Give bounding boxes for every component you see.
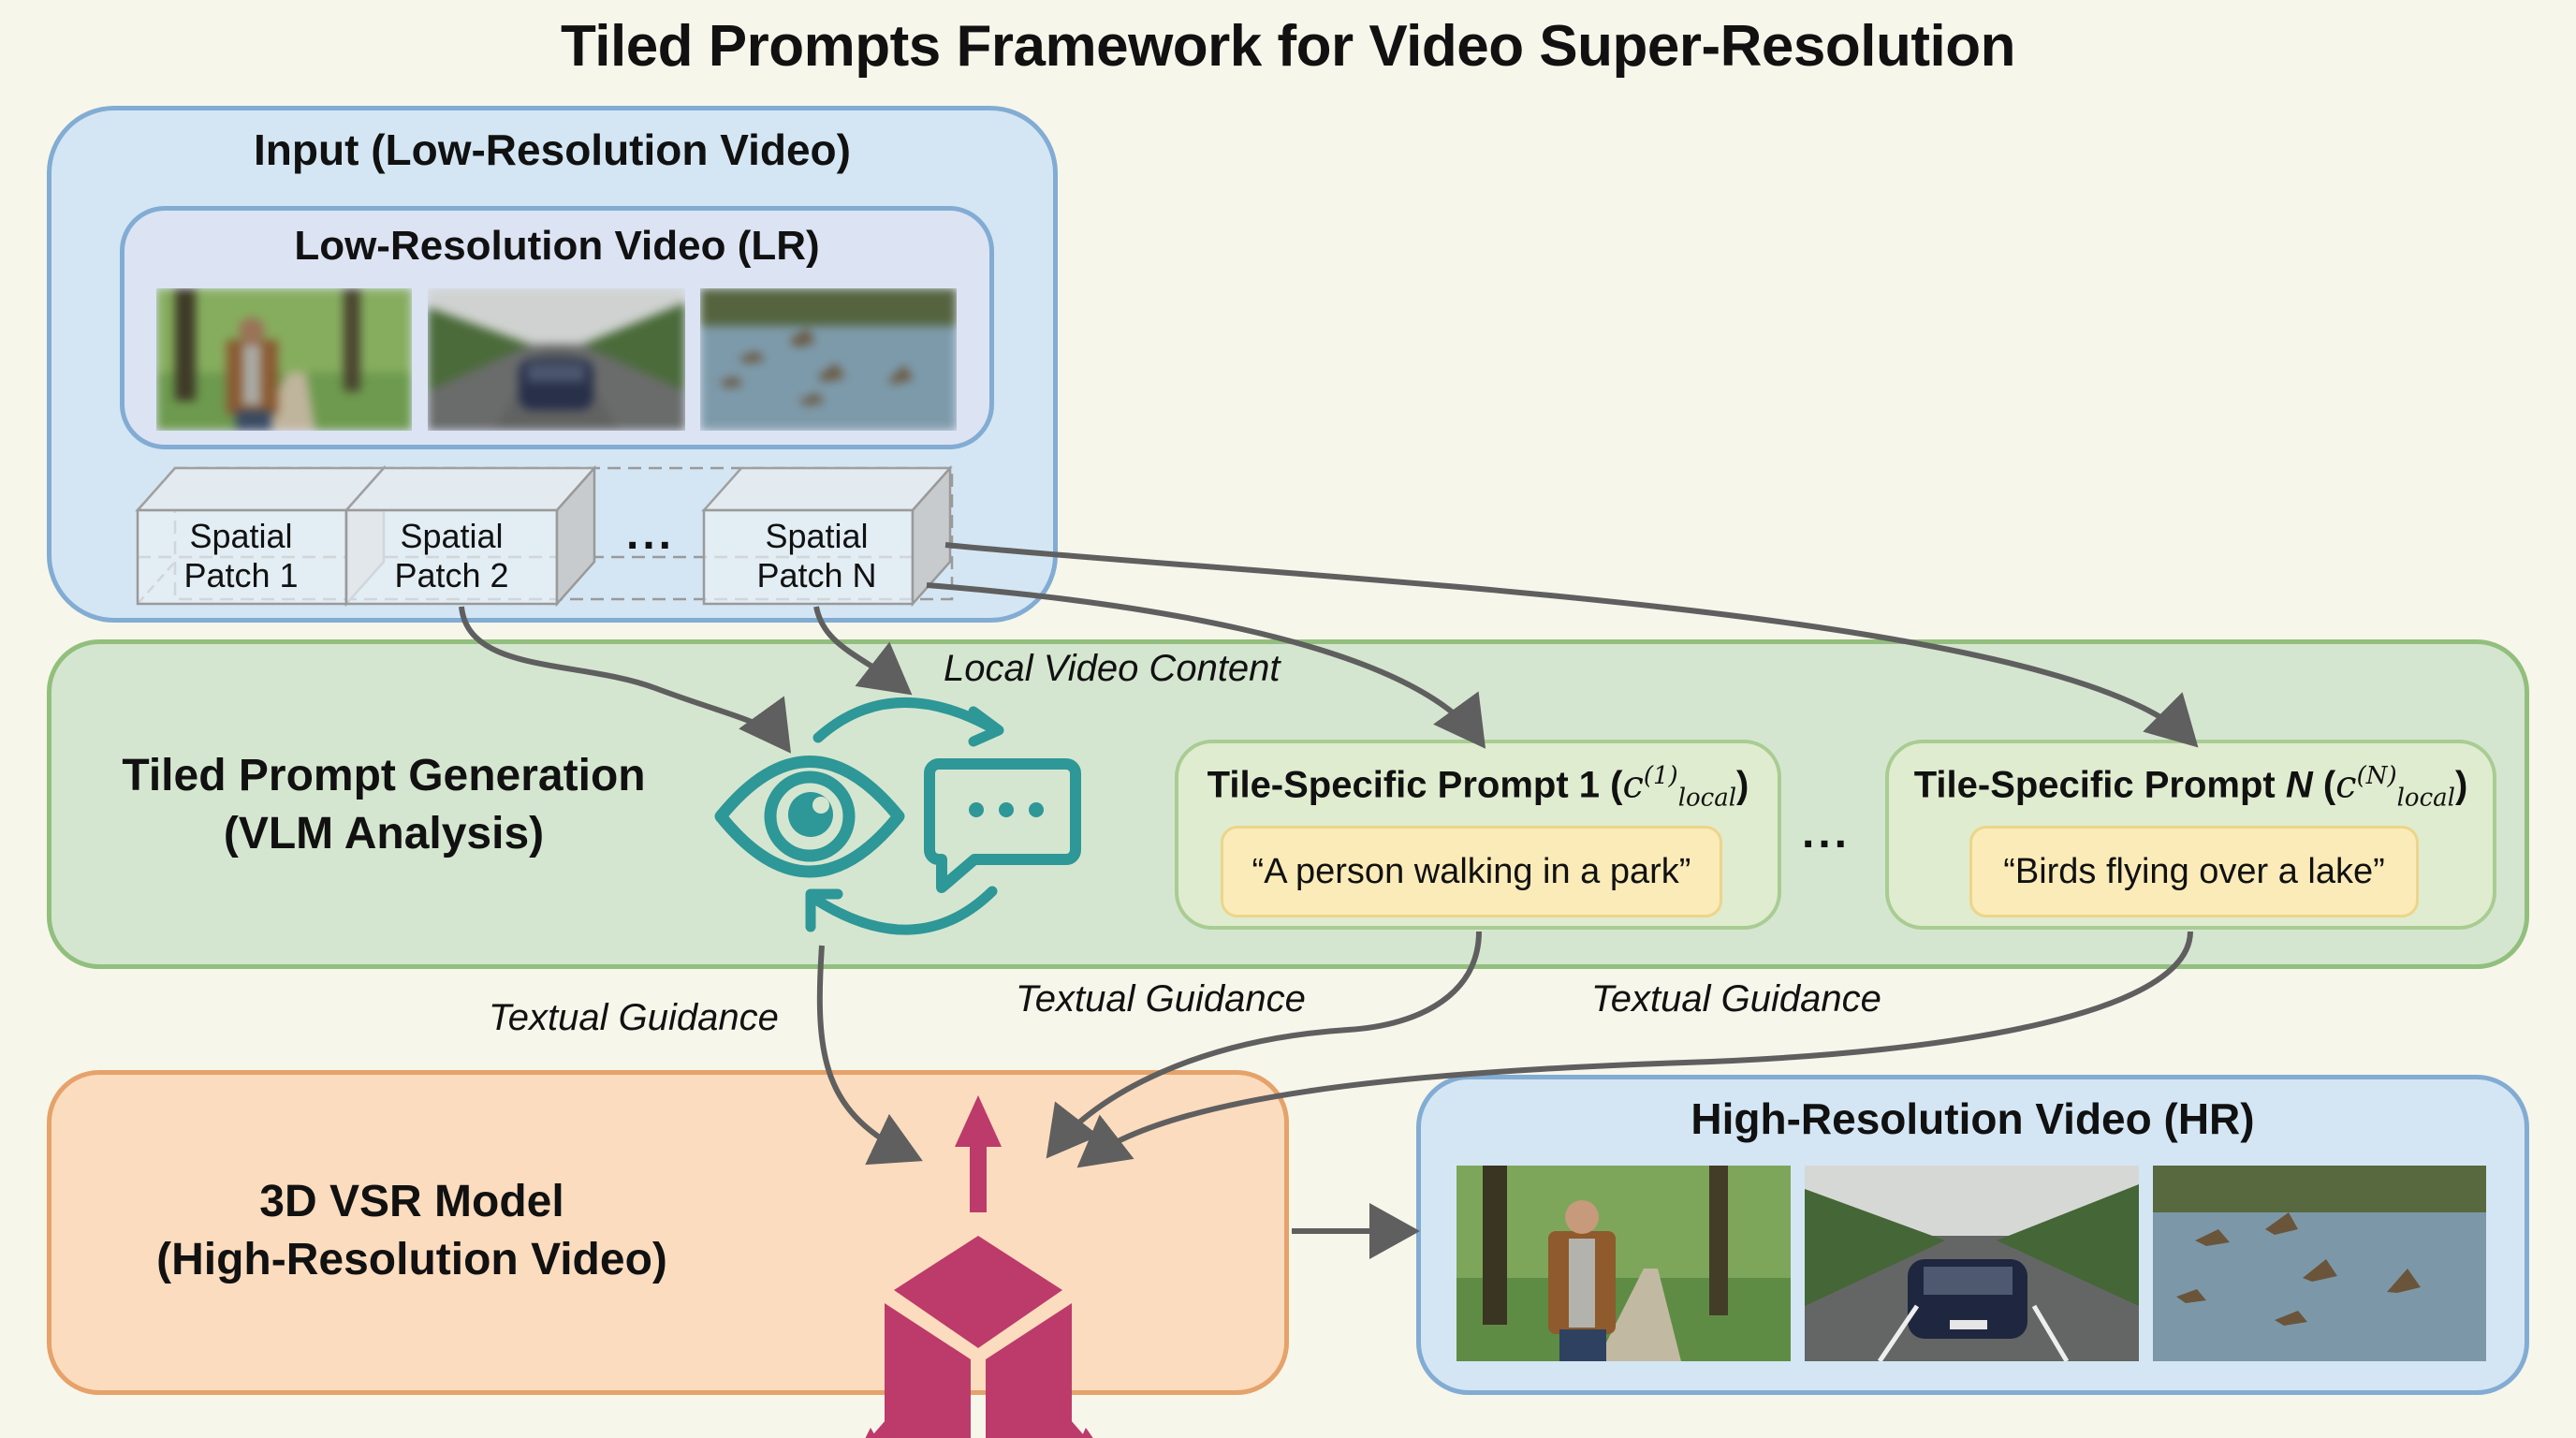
prompt-generation-title-line2: (VLM Analysis) xyxy=(223,809,545,858)
vsr-model-title-line2: (High-Resolution Video) xyxy=(156,1235,667,1284)
tile-prompt-1-sup: (1) xyxy=(1643,762,1678,790)
tile-prompt-1-symbol: c xyxy=(1622,763,1644,807)
birds-lake-image-sharp xyxy=(2153,1166,2486,1361)
car-highway-image xyxy=(428,288,685,431)
vsr-model-title-line1: 3D VSR Model xyxy=(259,1177,564,1226)
tile-prompt-n-panel: Tile-Specific Prompt N (c(N)local) “Bird… xyxy=(1885,740,2496,930)
diagram-title: Tiled Prompts Framework for Video Super-… xyxy=(561,14,2015,79)
car-highway-image-sharp xyxy=(1805,1166,2139,1361)
tile-prompt-1-sub: local xyxy=(1677,784,1737,813)
tile-prompt-n-text: “Birds flying over a lake” xyxy=(1969,826,2419,917)
patch-1-line1: Spatial xyxy=(189,517,293,555)
spatial-patch-1: Spatial Patch 1 xyxy=(159,517,323,595)
birds-lake-image xyxy=(700,288,957,431)
tile-prompt-n-sub: local xyxy=(2396,784,2455,813)
tile-prompt-n-symbol: c xyxy=(2335,763,2357,807)
patch-n-line2: Patch N xyxy=(756,556,877,594)
lr-frame-car xyxy=(428,288,685,431)
local-video-content-label: Local Video Content xyxy=(944,648,1281,689)
person-park-image-sharp xyxy=(1456,1166,1791,1361)
lr-video-title: Low-Resolution Video (LR) xyxy=(294,223,820,269)
tile-prompt-n-close: ) xyxy=(2454,764,2468,806)
tile-prompt-n-title-italic: N xyxy=(2285,764,2313,806)
hr-frame-car xyxy=(1805,1166,2139,1361)
prompts-ellipsis: ... xyxy=(1802,808,1852,858)
textual-guidance-label-1: Textual Guidance xyxy=(489,997,779,1038)
tile-prompt-1-panel: Tile-Specific Prompt 1 (c(1)local) “A pe… xyxy=(1175,740,1781,930)
patch-ellipsis: ... xyxy=(625,509,675,559)
spatial-patch-n: Spatial Patch N xyxy=(735,517,899,595)
tile-prompt-n-title-text: Tile-Specific Prompt xyxy=(1913,764,2286,806)
patch-2-line1: Spatial xyxy=(400,517,504,555)
patch-2-line2: Patch 2 xyxy=(394,556,509,594)
tile-prompt-1-text: “A person walking in a park” xyxy=(1221,826,1722,917)
tile-prompt-1-title: Tile-Specific Prompt 1 (c(1)local) xyxy=(1178,762,1778,812)
tile-prompt-n-sup: (N) xyxy=(2356,762,2397,790)
tile-prompt-1-close: ) xyxy=(1736,764,1749,806)
prompt-generation-title-line1: Tiled Prompt Generation xyxy=(122,751,646,800)
prompt-generation-title: Tiled Prompt Generation (VLM Analysis) xyxy=(75,747,693,863)
input-section-title: Input (Low-Resolution Video) xyxy=(254,125,851,174)
textual-guidance-label-3: Textual Guidance xyxy=(1591,978,1881,1020)
lr-frame-person xyxy=(156,288,412,431)
spatial-patch-2: Spatial Patch 2 xyxy=(370,517,534,595)
patch-n-line1: Spatial xyxy=(765,517,869,555)
tile-prompt-1-title-text: Tile-Specific Prompt 1 ( xyxy=(1207,764,1623,806)
hr-frame-person xyxy=(1456,1166,1791,1361)
hr-frame-birds xyxy=(2153,1166,2486,1361)
tile-prompt-n-title-rest: ( xyxy=(2312,764,2336,806)
person-park-image xyxy=(156,288,412,431)
textual-guidance-label-2: Textual Guidance xyxy=(1016,978,1306,1020)
hr-video-title: High-Resolution Video (HR) xyxy=(1690,1094,2255,1143)
vsr-model-title: 3D VSR Model (High-Resolution Video) xyxy=(75,1173,749,1289)
lr-frame-birds xyxy=(700,288,957,431)
patch-1-line2: Patch 1 xyxy=(183,556,299,594)
tile-prompt-n-title: Tile-Specific Prompt N (c(N)local) xyxy=(1889,762,2493,812)
